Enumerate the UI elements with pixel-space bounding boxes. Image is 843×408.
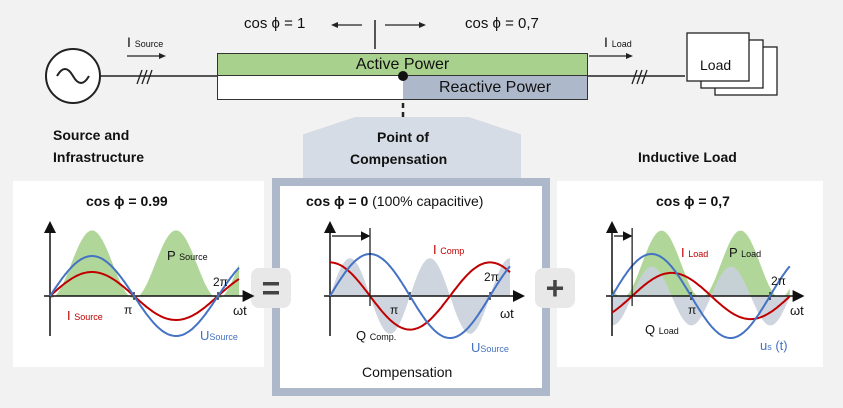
q-load-label: Q Load [645, 322, 679, 337]
i-source-curve [49, 271, 240, 321]
reactive-power-bar: Reactive Power [403, 76, 587, 99]
compensation-plot [324, 221, 525, 339]
source-panel [13, 181, 264, 367]
cos-phi-07-label: cos ϕ = 0,7 [465, 15, 539, 32]
compensation-caption: Compensation [362, 364, 453, 380]
right-pi-tick: π [688, 303, 697, 317]
equals-operator: = [251, 268, 291, 308]
right-2pi-tick: 2π [771, 274, 786, 288]
left-pi-tick: π [124, 303, 133, 317]
us-label: us (t) [760, 338, 788, 353]
left-wt-label: ωt [233, 303, 247, 318]
i-source-curve-label: I Source [67, 308, 103, 323]
point-of-compensation-bg [303, 117, 521, 179]
point-of-compensation-label-1: Point of [377, 129, 430, 145]
source-infrastructure-label-2: Infrastructure [53, 149, 145, 165]
p-source-label: P Source [167, 248, 208, 263]
u-source-mid-label: USource [471, 340, 509, 355]
source-cos-title: cos ϕ = 0.99 [86, 193, 168, 209]
inductive-load-label: Inductive Load [638, 149, 737, 165]
active-power-bar: Active Power [218, 54, 587, 76]
point-of-compensation-label-2: Compensation [350, 151, 448, 167]
u-source-curve-label: USource [200, 328, 238, 343]
i-load-curve [611, 271, 791, 321]
i-comp-label: I Comp [433, 242, 465, 257]
load-panel [557, 181, 823, 367]
p-load-label: P Load [729, 245, 762, 260]
load-box-label: Load [700, 57, 732, 73]
p-source-area [50, 230, 239, 299]
source-infrastructure-label-1: Source and [53, 127, 130, 143]
i-load-label: I Load [604, 34, 632, 50]
plus-operator: + [535, 268, 575, 308]
right-wt-label: ωt [790, 303, 804, 318]
mid-2pi-tick: 2π [484, 270, 499, 284]
mid-pi-tick: π [390, 303, 399, 317]
u-source-mid-curve [329, 253, 511, 339]
left-2pi-tick: 2π [213, 275, 228, 289]
u-source-curve [49, 255, 240, 337]
q-comp-label: Q Comp. [356, 328, 397, 343]
load-cos-title: cos ϕ = 0,7 [656, 193, 730, 209]
i-comp-curve [330, 261, 511, 331]
compensation-cos-title: cos ϕ = 0 (100% capacitive) [306, 193, 484, 209]
load-plot [606, 221, 805, 339]
i-source-label: I Source [127, 34, 164, 50]
source-plot [44, 221, 255, 337]
mid-wt-label: ωt [500, 306, 514, 321]
i-load-curve-label: I Load [681, 245, 709, 260]
compensation-node [398, 71, 408, 81]
cos-phi-1-label: cos ϕ = 1 [244, 15, 306, 32]
us-curve [611, 253, 791, 339]
